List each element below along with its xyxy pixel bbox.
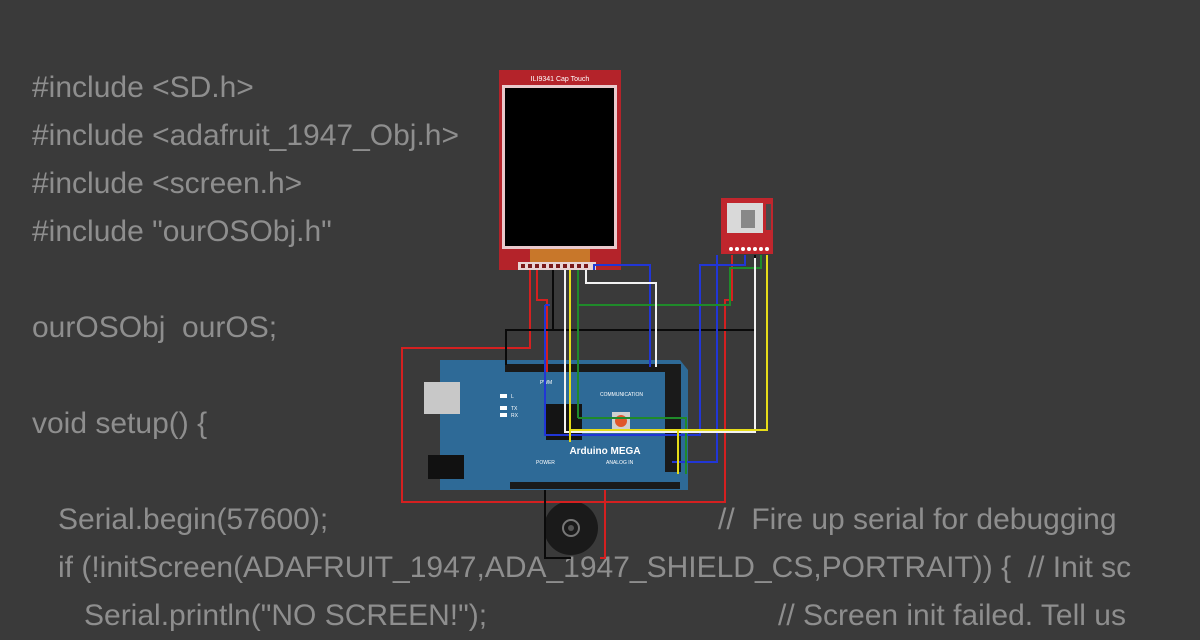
wire-green-sd[interactable] [577,255,762,306]
buzzer-center [568,525,574,531]
reset-button[interactable] [615,415,627,427]
led-label-l: L [511,394,514,400]
wires [401,255,768,559]
code-comment-serial: // Fire up serial for debugging [718,503,1117,536]
code-line-include-screen: #include <screen.h> [32,167,303,200]
led-label-rx: RX [511,413,519,419]
code-line-void-setup: void setup() { [32,407,208,440]
wire-red-buzzer[interactable] [600,490,606,559]
code-line-include-adafruit: #include <adafruit_1947_Obj.h> [32,119,460,152]
display-label: ILI9341 Cap Touch [531,76,590,83]
sd-slot-edge [766,204,771,230]
power-label: POWER [536,460,555,466]
code-line-init-screen: if (!initScreen(ADAFRUIT_1947,ADA_1947_S… [58,551,1132,584]
board-label: Arduino MEGA [569,446,640,457]
piezo-buzzer[interactable] [544,501,598,555]
code-line-ouros-object: ourOSObj ourOS; [32,311,278,344]
communication-label: COMMUNICATION [600,392,643,398]
wire-black-buzzer[interactable] [544,490,571,559]
code-line-include-sd: #include <SD.h> [32,71,254,104]
wire-white-sd[interactable] [564,258,756,433]
code-line-include-ouros: #include "ourOSObj.h" [32,215,332,248]
arduino-mega-board[interactable]: L TX RX PWM COMMUNICATION Arduino MEGA P… [424,360,688,490]
led-label-tx: TX [511,406,518,412]
usb-port [424,382,460,414]
analog-label: ANALOG IN [606,460,634,466]
sd-card [741,210,755,228]
power-jack [428,455,464,479]
wire-blue-sd[interactable] [544,255,746,436]
buzzer-ring [562,519,580,537]
tft-display-module[interactable]: ILI9341 Cap Touch [499,70,621,270]
wire-red-vcc[interactable] [536,270,548,372]
wire-yellow-sd[interactable] [569,255,768,431]
code-line-serial-begin: Serial.begin(57600); [58,503,329,536]
bottom-header-analog [510,482,680,489]
code-comment-screen-fail: // Screen init failed. Tell us [778,599,1126,632]
sd-card-module[interactable] [721,198,773,254]
wire-green-board[interactable] [578,417,687,474]
pwm-label: PWM [540,380,552,386]
top-header-digital [505,364,681,372]
wire-white-display[interactable] [585,270,657,367]
wire-black-ground[interactable] [505,270,554,365]
display-screen [505,88,614,246]
wire-blue-display[interactable] [593,264,651,367]
code-line-serial-println: Serial.println("NO SCREEN!"); [84,599,488,632]
display-flex-cable [530,249,590,262]
